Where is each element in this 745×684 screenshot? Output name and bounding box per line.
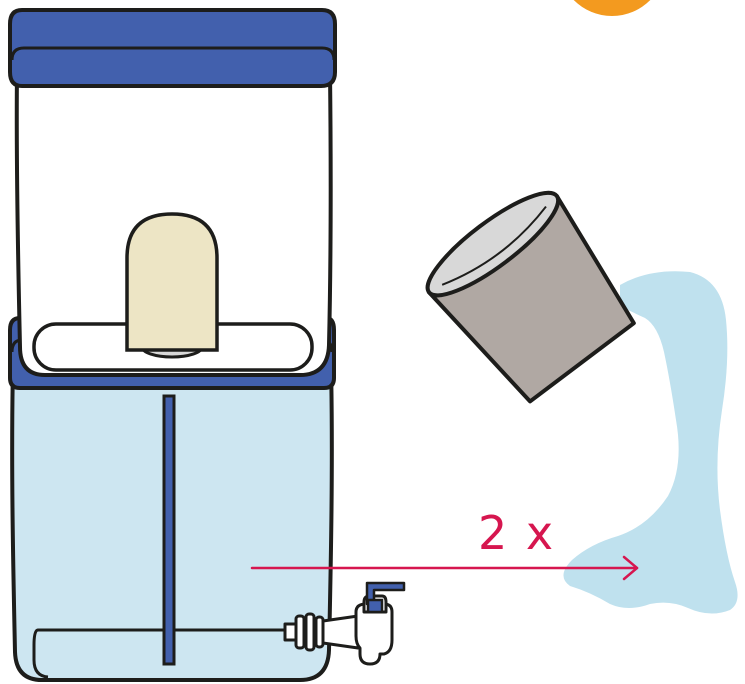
water-level-tube-icon	[164, 396, 174, 664]
orange-circle-badge-icon	[558, 0, 666, 16]
bucket-icon	[416, 178, 646, 410]
upper-tank	[17, 72, 331, 375]
repeat-count-label: 2 x	[478, 510, 555, 556]
upper-tank-lid-icon	[10, 10, 335, 86]
ceramic-filter-candle-icon	[127, 214, 217, 357]
